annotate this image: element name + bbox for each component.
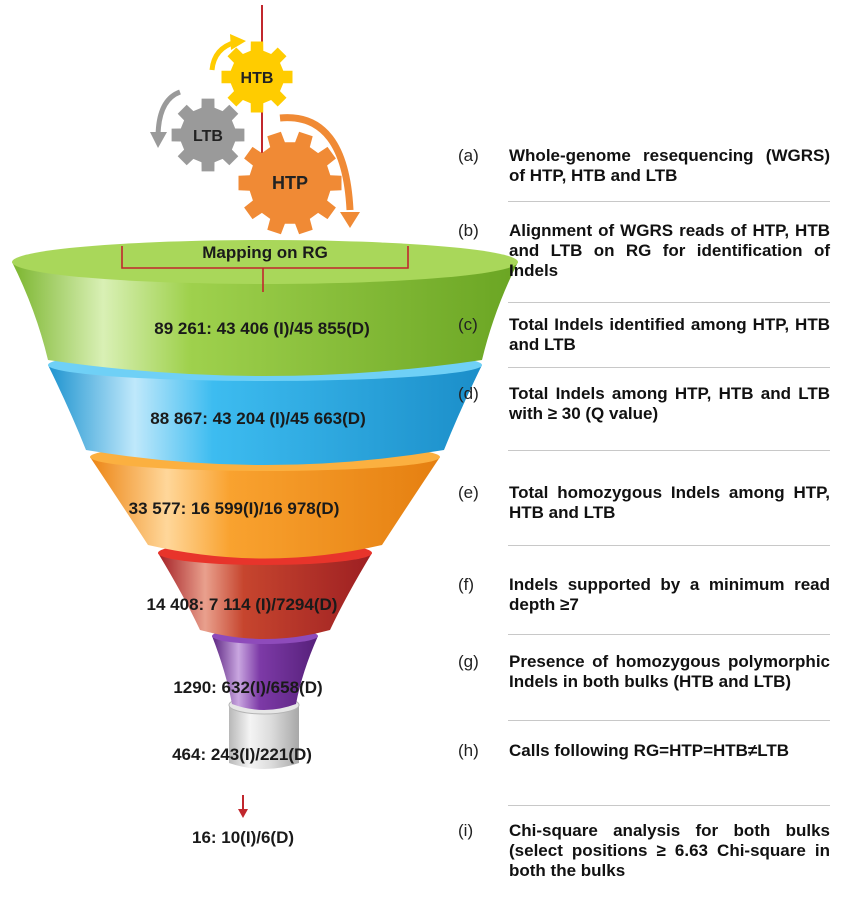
separator (508, 201, 830, 202)
gear-htb-icon: HTB (209, 34, 293, 113)
step-f-text: Indels supported by a minimum read depth… (509, 575, 830, 614)
step-b-letter: (b) (458, 221, 479, 240)
separator (508, 367, 830, 368)
step-a-text: Whole-genome resequencing (WGRS) of HTP,… (509, 146, 830, 185)
level-3-label: 33 577: 16 599(I)/16 978(D) (129, 499, 340, 518)
step-h-text: Calls following RG=HTP=HTB≠LTB (509, 741, 790, 760)
step-h-letter: (h) (458, 741, 479, 760)
funnel-level-5 (212, 628, 318, 710)
step-f-letter: (f) (458, 575, 475, 594)
separator (508, 302, 830, 303)
step-c-text: Total Indels identified among HTP, HTB a… (509, 315, 830, 354)
step-b-text: Alignment of WGRS reads of HTP, HTB and … (509, 221, 830, 280)
level-7-label: 16: 10(I)/6(D) (192, 828, 294, 847)
separator (508, 450, 830, 451)
level-2-label: 88 867: 43 204 (I)/45 663(D) (150, 409, 365, 428)
step-g-letter: (g) (458, 652, 479, 671)
step-g-text: Presence of homozygous polymorphic Indel… (509, 652, 830, 691)
step-i-text: Chi-square analysis for both bulks (sele… (509, 821, 830, 880)
step-e-text: Total homozygous Indels among HTP, HTB a… (509, 483, 830, 522)
step-a-letter: (a) (458, 146, 479, 165)
mapping-label: Mapping on RG (202, 243, 328, 262)
separator (508, 634, 830, 635)
step-d-letter: (d) (458, 384, 479, 403)
level-5-label: 1290: 632(I)/658(D) (173, 678, 322, 697)
level-6-label: 464: 243(I)/221(D) (172, 745, 312, 764)
step-c-letter: (c) (458, 315, 478, 334)
separator (508, 720, 830, 721)
step-i-letter: (i) (458, 821, 474, 840)
gear-ltb-label: LTB (193, 128, 223, 145)
step-e-letter: (e) (458, 483, 479, 502)
level-1-label: 89 261: 43 406 (I)/45 855(D) (154, 319, 369, 338)
separator (508, 545, 830, 546)
down-arrow-icon (238, 795, 248, 818)
mapping-bracket (121, 246, 409, 292)
gear-htp-label: HTP (272, 173, 308, 193)
funnel-level-1 (12, 240, 518, 376)
step-d-text: Total Indels among HTP, HTB and LTB with… (509, 384, 830, 423)
gear-htb-label: HTB (241, 70, 274, 87)
gear-htp-icon: HTP (238, 114, 360, 235)
gear-ltb-icon: LTB (150, 89, 245, 172)
separator (508, 805, 830, 806)
level-4-label: 14 408: 7 114 (I)/7294(D) (147, 595, 338, 614)
